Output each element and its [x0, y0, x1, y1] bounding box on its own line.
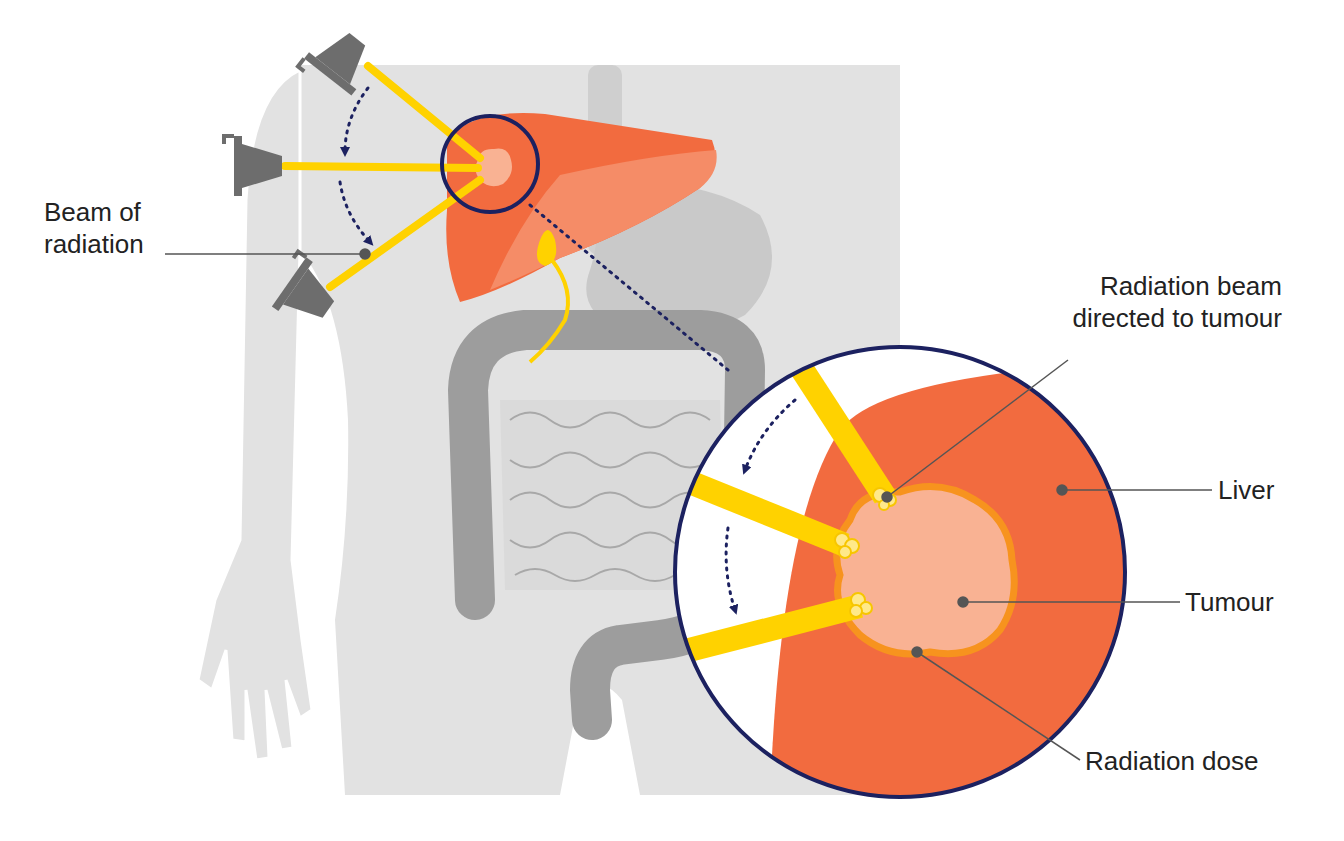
liver-lobe: [490, 150, 717, 290]
bile-duct: [530, 260, 568, 362]
leader-lines: [165, 249, 1212, 760]
callout-label: Beam of radiation: [44, 196, 194, 260]
rotation-arrows: [340, 88, 370, 242]
arm-silhouette: [198, 70, 312, 760]
callout-label: Liver: [1218, 474, 1318, 506]
callout-label: Radiation beam directed to tumour: [1070, 270, 1282, 334]
focus-circle: [442, 116, 538, 212]
radiation-machine: [224, 21, 381, 334]
zoom-circle: [675, 347, 1125, 797]
callout-label: Radiation dose: [1085, 745, 1305, 777]
zoom-link: [530, 205, 728, 370]
zoom-view: [660, 320, 1130, 800]
callout-label: Tumour: [1185, 586, 1315, 618]
